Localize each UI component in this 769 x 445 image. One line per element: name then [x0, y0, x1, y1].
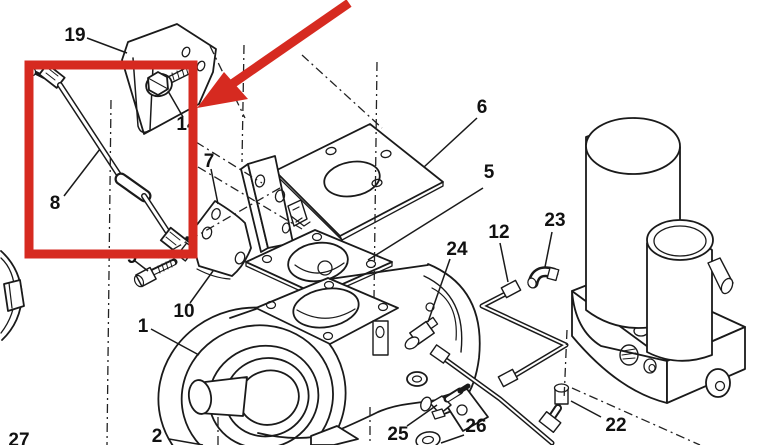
screw-9 [133, 258, 178, 288]
pump-body-1 [157, 263, 489, 445]
leader-line-22 [570, 400, 602, 418]
part-label-6: 6 [477, 97, 488, 118]
part-label-7: 7 [204, 151, 215, 172]
hydraulic-tube-12 [479, 279, 569, 388]
highlight-arrow-shaft [229, 0, 352, 88]
leader-line-12 [499, 242, 509, 283]
leader-line-1 [150, 328, 200, 356]
part-label-2: 2 [152, 426, 163, 445]
leader-line-24 [427, 258, 451, 323]
leader-line-19 [86, 37, 128, 54]
part-label-8: 8 [50, 193, 61, 214]
leader-line-9 [134, 260, 149, 272]
fitting-24 [404, 316, 439, 350]
leader-line-5 [367, 187, 484, 261]
part-label-1: 1 [138, 316, 149, 337]
part-label-27: 27 [8, 430, 29, 445]
fitting-23-elbow [527, 266, 560, 289]
part-label-26: 26 [465, 416, 486, 437]
fitting-25-elbow [420, 383, 471, 420]
leader-line-25 [406, 404, 438, 427]
leader-line-14 [167, 90, 184, 118]
highlight-arrow-head [197, 72, 248, 108]
leader-line-2 [168, 438, 204, 445]
part-label-10: 10 [173, 301, 194, 322]
fitting-26 [415, 431, 441, 445]
highlight-overlay [24, 0, 352, 259]
part-label-23: 23 [544, 210, 565, 231]
pump-bracket-6 [240, 123, 444, 253]
pump-foot-mid [310, 425, 359, 445]
leader-line-10 [189, 270, 214, 304]
part-label-25: 25 [387, 424, 409, 445]
reservoir-cylinder-small [646, 219, 734, 362]
leader-line-7 [210, 168, 219, 205]
highlight-box [24, 60, 198, 259]
construction-lines [106, 44, 701, 445]
part-label-12: 12 [488, 222, 509, 243]
part-label-24: 24 [446, 239, 468, 260]
cover-plate-7 [192, 200, 252, 280]
parts-artwork [0, 23, 746, 445]
hydraulic-tube-26 [429, 344, 555, 445]
leader-line-23 [544, 231, 553, 268]
part-label-22: 22 [605, 415, 626, 436]
part-label-19: 19 [64, 25, 85, 46]
part-label-5: 5 [484, 162, 495, 183]
leader-line-26 [440, 434, 465, 444]
leader-line-6 [423, 117, 478, 168]
clamp-ring [0, 250, 25, 341]
leader-line-8 [63, 148, 101, 197]
